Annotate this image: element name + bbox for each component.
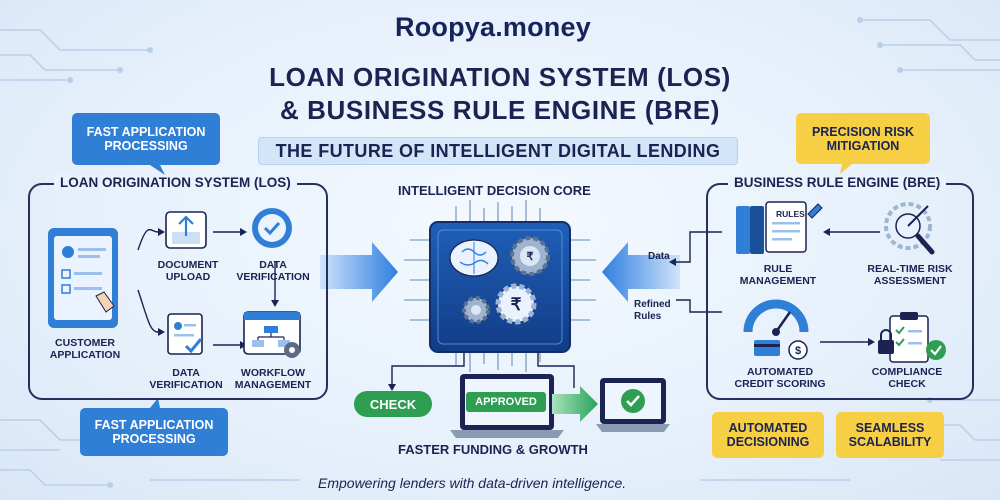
green-arrow [552,386,598,422]
customer-application-label: CUSTOMER APPLICATION [49,337,121,361]
svg-text:₹: ₹ [511,295,522,314]
rule-book-icon [736,201,823,254]
approved-badge: APPROVED [466,392,546,412]
verification-badge-icon [252,208,292,248]
faster-funding-label: FASTER FUNDING & GROWTH [398,442,588,457]
los-flow-arrows [137,229,276,346]
data-label: Data [648,251,670,262]
callout-pointer-bottom [150,398,160,408]
check-badge: CHECK [354,391,432,417]
core-output-lines [391,352,575,388]
decision-core-chip [429,221,571,353]
callout-pointer-top [150,165,165,175]
page-title-line1: LOAN ORIGINATION SYSTEM (LOS) [269,62,731,92]
workflow-management-label: WORKFLOW MANAGEMENT [234,367,312,391]
callout-pointer-precision [840,164,852,174]
bre-arrowheads [669,228,875,346]
document-check-icon [167,313,203,355]
rupee-coin-icon: ₹ [495,283,537,325]
seamless-scalability-callout: SEAMLESS SCALABILITY [836,412,944,458]
document-upload-label: DOCUMENT UPLOAD [157,259,219,283]
data-verification-label-bottom: DATA VERIFICATION [149,367,223,391]
monitor-check-icon [596,378,670,432]
rule-management-label: RULE MANAGEMENT [739,263,817,287]
gear-icon [462,296,490,324]
automated-decisioning-callout: AUTOMATED DECISIONING [712,412,824,458]
data-verification-label-top: DATA VERIFICATION [236,259,310,283]
svg-text:$: $ [795,345,801,357]
tablet-icon [48,228,118,328]
svg-text:₹: ₹ [527,251,534,263]
refined-rules-label: Refined Rules [634,299,671,322]
brand-name: Roopya.money [395,12,591,42]
credit-gauge-icon: $ [743,299,809,360]
brand-logo: Roopya.money [395,12,591,43]
realtime-risk-label: REAL-TIME RISK ASSESSMENT [867,263,953,287]
automated-credit-label: AUTOMATED CREDIT SCORING [734,366,826,390]
check-arrowhead [388,384,396,391]
page-title-line2: & BUSINESS RULE ENGINE (BRE) [279,95,721,125]
bre-panel-title: BUSINESS RULE ENGINE (BRE) [728,175,947,190]
fast-processing-callout-top: FAST APPLICATION PROCESSING [72,113,220,165]
los-to-core-arrow [320,242,398,302]
compliance-clipboard-icon [878,312,946,363]
precision-risk-callout: PRECISION RISK MITIGATION [796,113,930,164]
bre-to-core-arrow [602,242,680,302]
document-upload-icon [165,211,207,249]
brain-icon [449,239,499,277]
page-subtitle: THE FUTURE OF INTELLIGENT DIGITAL LENDIN… [258,137,738,165]
target-search-icon [884,202,935,255]
compliance-check-label: COMPLIANCE CHECK [871,366,943,390]
workflow-icon [243,311,301,358]
chip-traces [404,200,596,372]
footer-tagline: Empowering lenders with data-driven inte… [318,475,627,491]
decision-core-title: INTELLIGENT DECISION CORE [398,183,591,198]
rules-doc-label: RULES [776,209,805,219]
rupee-gear-icon: ₹ [510,236,550,276]
los-panel-title: LOAN ORIGINATION SYSTEM (LOS) [54,175,297,190]
fast-processing-callout-bottom: FAST APPLICATION PROCESSING [80,408,228,456]
